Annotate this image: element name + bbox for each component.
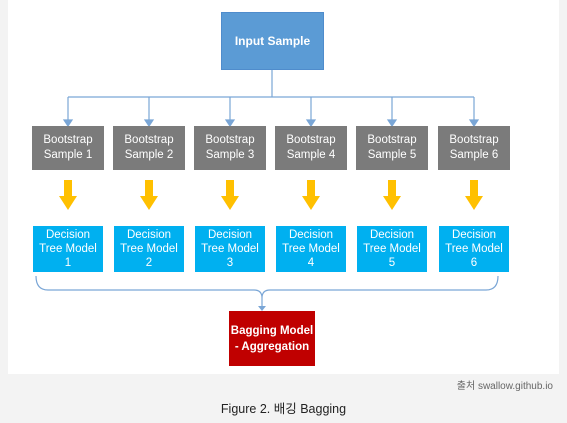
bootstrap-sample-4: Bootstrap Sample 4 xyxy=(275,126,347,170)
input-sample-box: Input Sample xyxy=(221,12,324,70)
figure-caption: Figure 2. 배깅 Bagging xyxy=(220,402,347,416)
decision-tree-model-5: Decision Tree Model 5 xyxy=(357,226,427,272)
down-arrow-icon xyxy=(383,180,401,210)
decision-tree-model-3: Decision Tree Model 3 xyxy=(195,226,265,272)
fanout-arrowhead-3 xyxy=(224,119,236,128)
fanout-arrowhead-4 xyxy=(305,119,317,128)
decision-tree-model-4: Decision Tree Model 4 xyxy=(276,226,346,272)
down-arrow-icon xyxy=(140,180,158,210)
down-arrow-icon xyxy=(59,180,77,210)
fanout-arrowhead-5 xyxy=(386,119,398,128)
decision-tree-model-2: Decision Tree Model 2 xyxy=(114,226,184,272)
down-arrow-icon xyxy=(465,180,483,210)
down-arrow-icon xyxy=(302,180,320,210)
aggregation-arrowhead xyxy=(258,306,266,311)
decision-tree-model-6: Decision Tree Model 6 xyxy=(439,226,509,272)
fanout-arrowhead-2 xyxy=(143,119,155,128)
aggregation-brace xyxy=(35,275,499,299)
bootstrap-sample-1: Bootstrap Sample 1 xyxy=(32,126,104,170)
bootstrap-sample-5: Bootstrap Sample 5 xyxy=(356,126,428,170)
fanout-arrowhead-1 xyxy=(62,119,74,128)
bootstrap-sample-3: Bootstrap Sample 3 xyxy=(194,126,266,170)
down-arrow-icon xyxy=(221,180,239,210)
diagram-panel: Input Sample Bootstrap Sample 1 Bootstra… xyxy=(8,0,559,374)
source-credit: 출처 swallow.github.io xyxy=(456,381,553,392)
bagging-model-box: Bagging Model - Aggregation xyxy=(229,311,315,366)
bootstrap-sample-2: Bootstrap Sample 2 xyxy=(113,126,185,170)
connector-lines xyxy=(35,70,499,311)
decision-tree-model-1: Decision Tree Model 1 xyxy=(33,226,103,272)
bootstrap-sample-6: Bootstrap Sample 6 xyxy=(438,126,510,170)
fanout-arrowhead-6 xyxy=(468,119,480,128)
